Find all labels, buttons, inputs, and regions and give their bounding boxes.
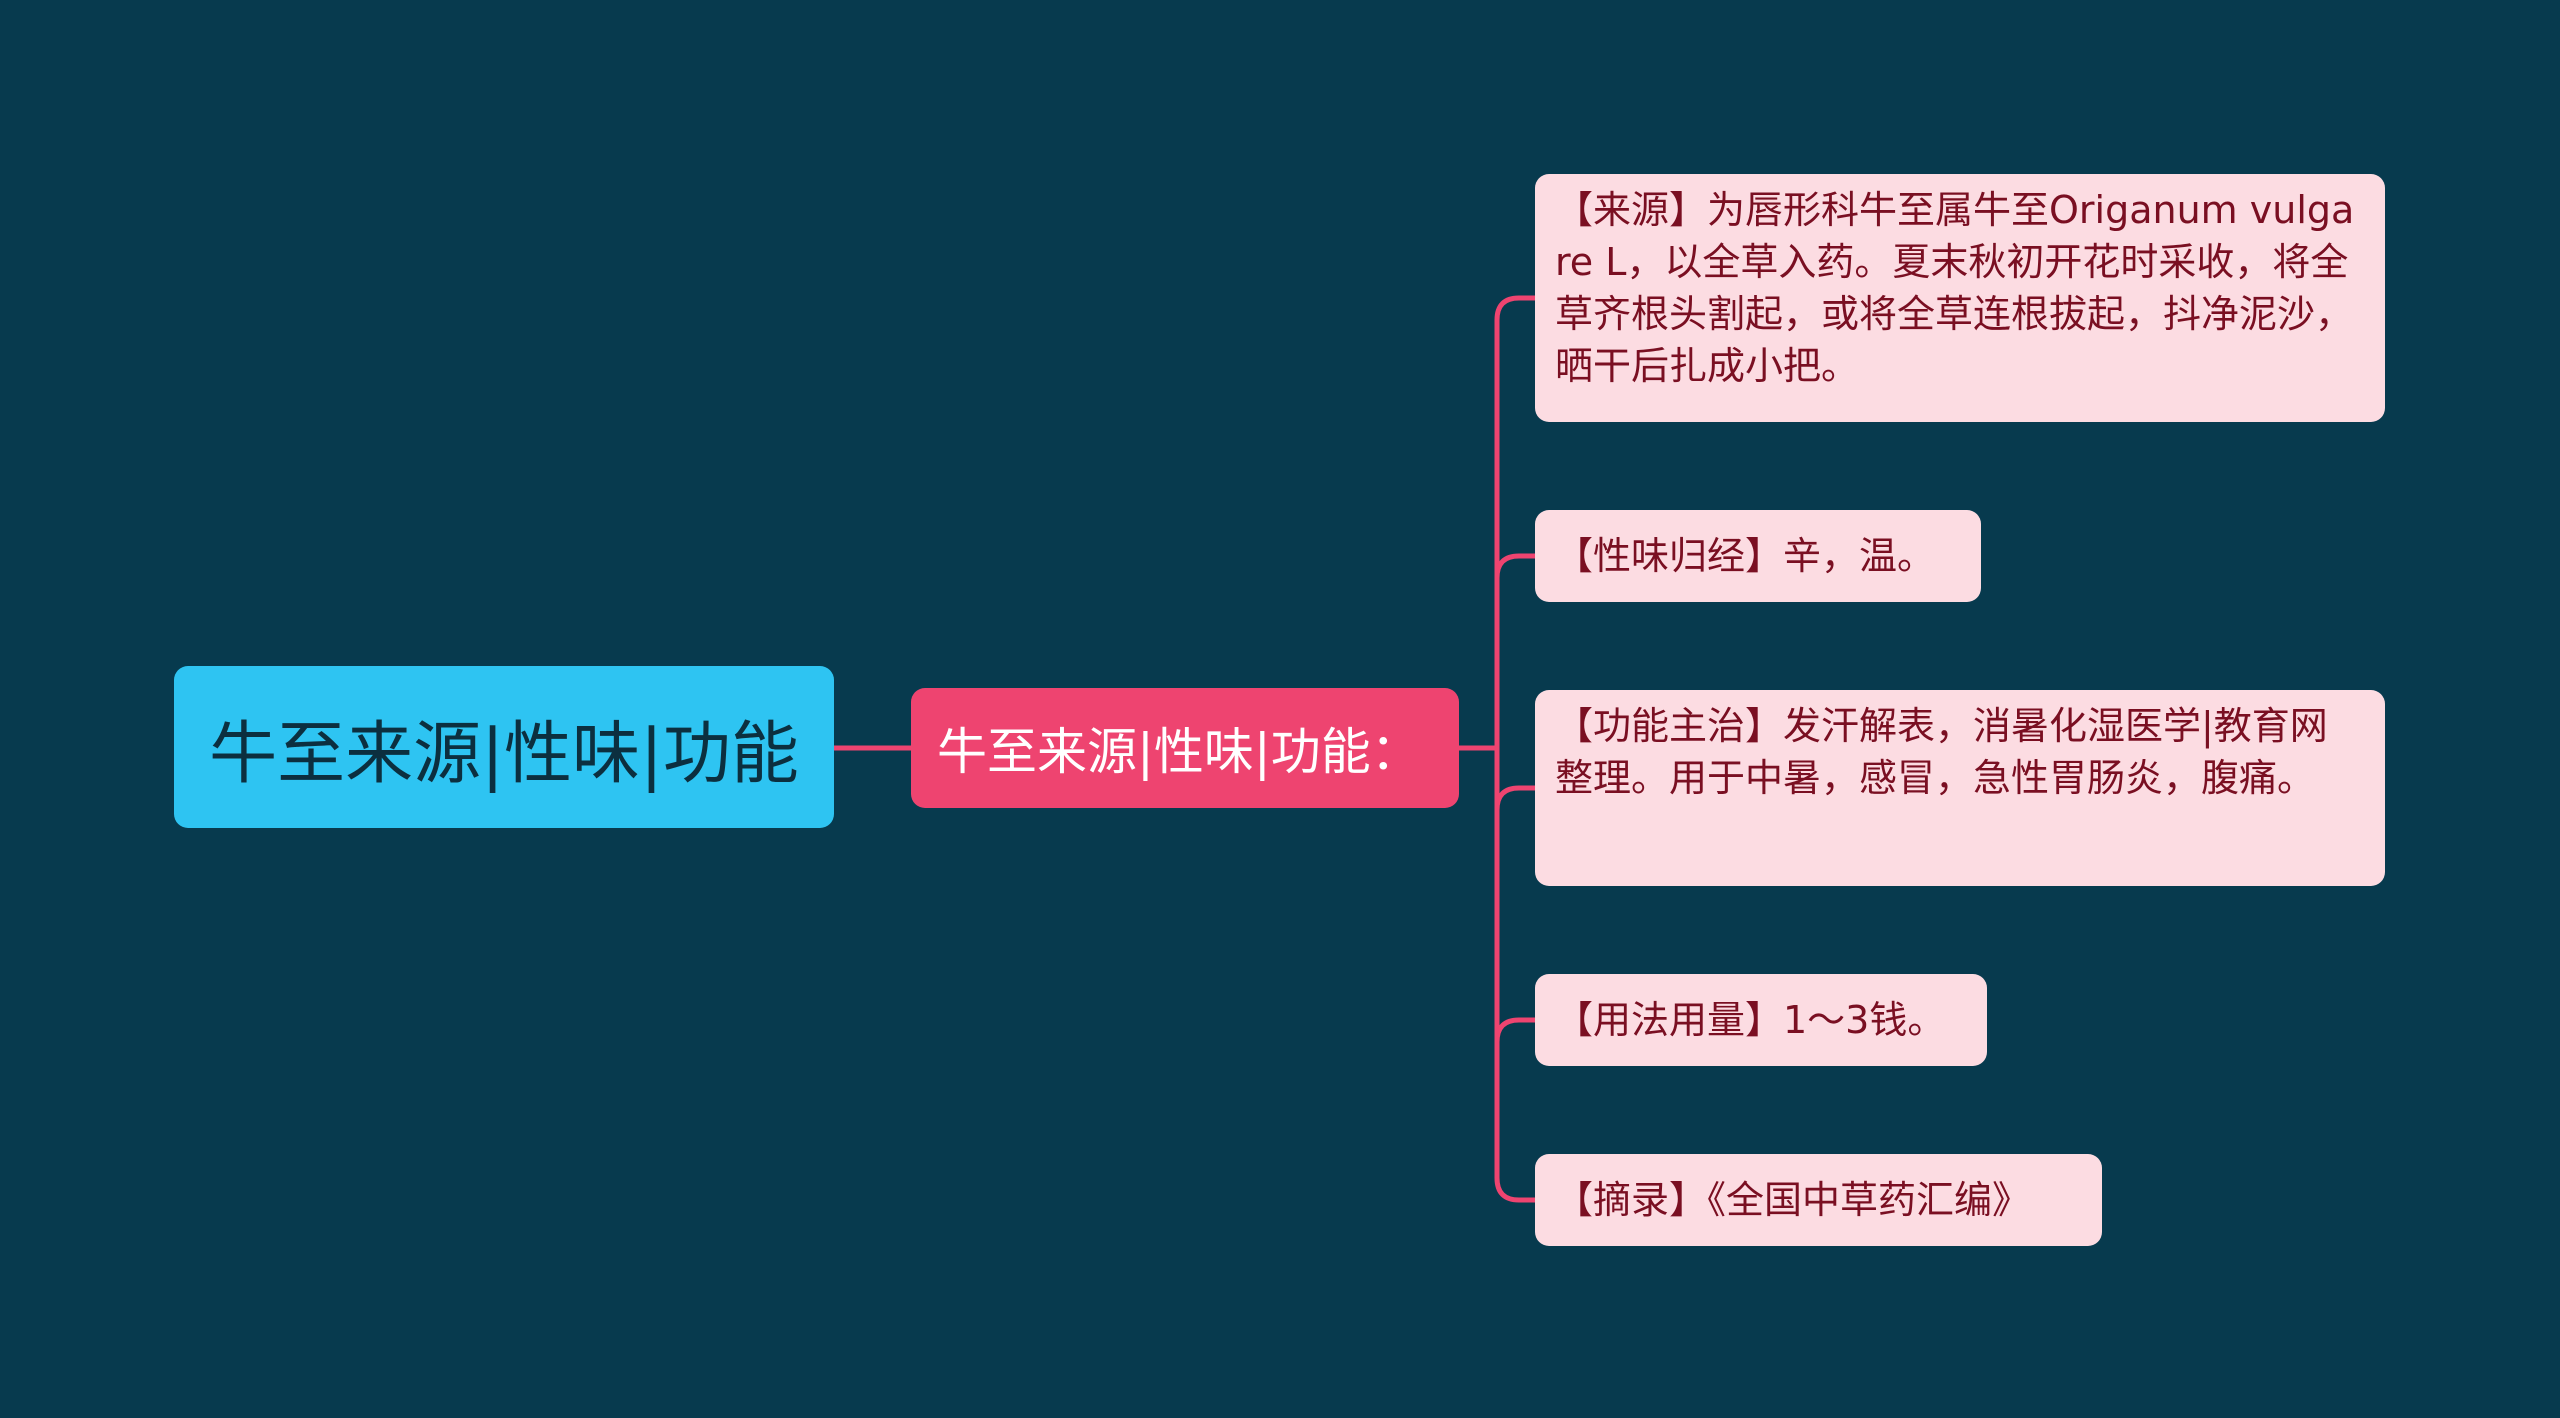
leaf-nature-meridian[interactable]: 【性味归经】辛，温。 bbox=[1535, 510, 1981, 602]
leaf-dosage-text: 【用法用量】1～3钱。 bbox=[1555, 998, 1946, 1042]
leaf-function[interactable]: 【功能主治】发汗解表，消暑化湿医学|教育网整理。用于中暑，感冒，急性胃肠炎，腹痛… bbox=[1535, 690, 2385, 886]
leaf-excerpt-text: 【摘录】《全国中草药汇编》 bbox=[1555, 1178, 2031, 1222]
leaf-function-text: 【功能主治】发汗解表，消暑化湿医学|教育网整理。用于中暑，感冒，急性胃肠炎，腹痛… bbox=[1555, 704, 2328, 800]
leaf-source[interactable]: 【来源】为唇形科牛至属牛至Origanum vulgare L，以全草入药。夏末… bbox=[1535, 174, 2385, 422]
leaf-nature-meridian-text: 【性味归经】辛，温。 bbox=[1555, 534, 1936, 578]
branch-topic[interactable]: 牛至来源|性味|功能： bbox=[911, 688, 1459, 808]
leaf-excerpt[interactable]: 【摘录】《全国中草药汇编》 bbox=[1535, 1154, 2102, 1246]
root-topic[interactable]: 牛至来源|性味|功能 bbox=[174, 666, 834, 828]
root-topic-label: 牛至来源|性味|功能 bbox=[209, 714, 799, 794]
leaf-source-text: 【来源】为唇形科牛至属牛至Origanum vulgare L，以全草入药。夏末… bbox=[1555, 188, 2355, 388]
connector-leaf-3 bbox=[1494, 785, 1538, 813]
branch-topic-label: 牛至来源|性味|功能： bbox=[937, 723, 1421, 781]
connector-leaf-2 bbox=[1494, 553, 1538, 581]
leaf-dosage[interactable]: 【用法用量】1～3钱。 bbox=[1535, 974, 1987, 1066]
connector-leaf-4 bbox=[1494, 1017, 1538, 1045]
connector-trunk bbox=[1494, 295, 1538, 1203]
